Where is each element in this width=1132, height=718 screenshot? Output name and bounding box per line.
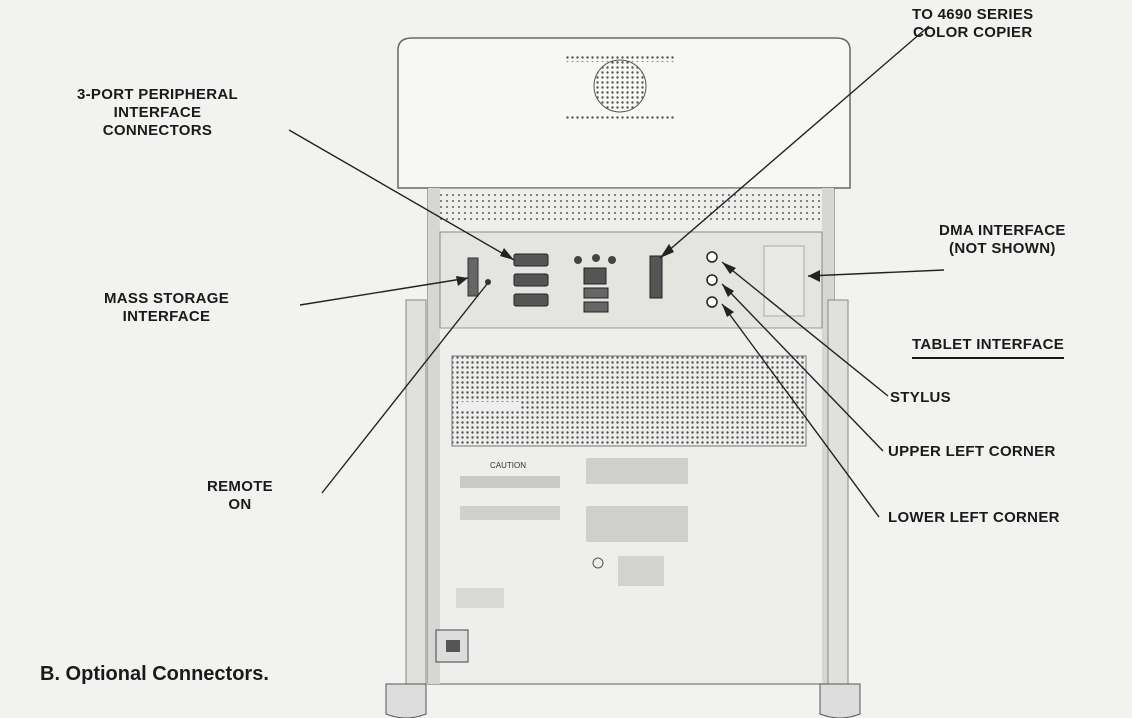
peripheral-connectors <box>514 254 548 306</box>
upper-vent <box>428 190 834 224</box>
label-peripheral-line2: INTERFACE <box>77 104 238 122</box>
label-lower-left: LOWER LEFT CORNER <box>888 509 1060 527</box>
label-copier-line2: COLOR COPIER <box>912 24 1033 42</box>
label-upper-left-text: UPPER LEFT CORNER <box>888 443 1056 461</box>
label-dma-line1: DMA INTERFACE <box>939 222 1066 240</box>
vent-label <box>458 402 520 410</box>
label-tablet-heading: TABLET INTERFACE <box>912 336 1064 359</box>
mass-storage-connector <box>468 258 478 296</box>
copier-connector <box>650 256 662 298</box>
label-mass-storage: MASS STORAGE INTERFACE <box>104 290 229 326</box>
bottom-vent-strip <box>566 114 676 119</box>
tablet-jacks <box>707 252 717 307</box>
connector-panel <box>440 232 822 328</box>
label-remote: REMOTE ON <box>207 478 273 514</box>
remote-on-jack <box>485 279 491 285</box>
label-copier-line1: TO 4690 SERIES <box>912 6 1033 24</box>
caution-text: CAUTION <box>490 461 526 470</box>
label-peripheral-line1: 3-PORT PERIPHERAL <box>77 86 238 104</box>
label-mass-storage-line1: MASS STORAGE <box>104 290 229 308</box>
figure-caption: B. Optional Connectors. <box>40 663 269 686</box>
fan-grille <box>594 60 646 112</box>
label-upper-left: UPPER LEFT CORNER <box>888 443 1056 461</box>
label-remote-line1: REMOTE <box>207 478 273 496</box>
top-cover <box>398 38 850 188</box>
label-stylus-text: STYLUS <box>890 389 951 407</box>
label-tablet-heading-text: TABLET INTERFACE <box>912 336 1064 359</box>
label-peripheral-line3: CONNECTORS <box>77 122 238 140</box>
label-dma: DMA INTERFACE (NOT SHOWN) <box>939 222 1066 258</box>
label-mass-storage-line2: INTERFACE <box>104 308 229 326</box>
label-remote-line2: ON <box>207 496 273 514</box>
label-stylus: STYLUS <box>890 389 951 407</box>
lower-vent <box>452 356 806 446</box>
dma-blank-plate <box>764 246 804 316</box>
label-copier: TO 4690 SERIES COLOR COPIER <box>912 6 1033 42</box>
label-peripheral: 3-PORT PERIPHERAL INTERFACE CONNECTORS <box>77 86 238 140</box>
label-lower-left-text: LOWER LEFT CORNER <box>888 509 1060 527</box>
power-socket <box>446 640 460 652</box>
label-dma-line2: (NOT SHOWN) <box>939 240 1066 258</box>
